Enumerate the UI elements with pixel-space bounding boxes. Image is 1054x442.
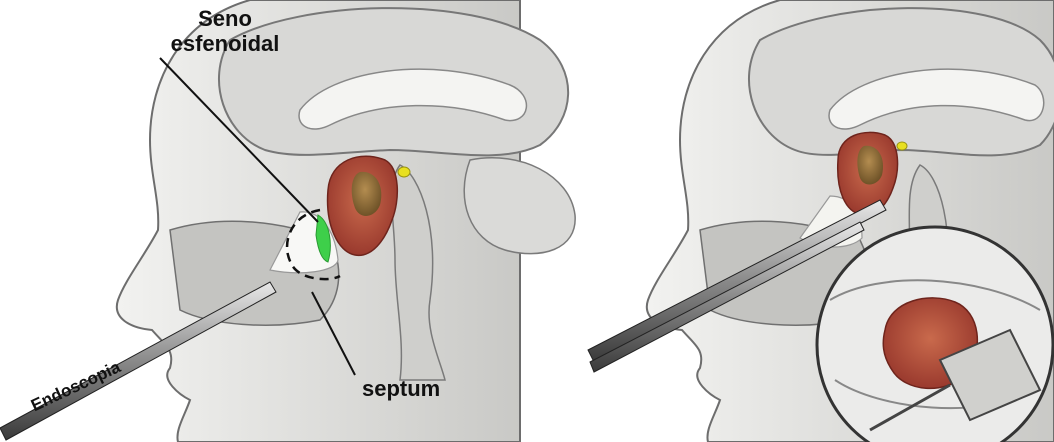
seno-label-line1: Seno: [160, 6, 290, 31]
yellow-gland-right: [897, 142, 907, 150]
magnified-inset: [817, 227, 1053, 442]
seno-esfenoidal-label: Seno esfenoidal: [160, 6, 290, 56]
yellow-gland: [398, 167, 410, 177]
seno-label-line2: esfenoidal: [160, 31, 290, 56]
septum-label: septum: [362, 376, 440, 402]
right-panel: [588, 0, 1054, 442]
